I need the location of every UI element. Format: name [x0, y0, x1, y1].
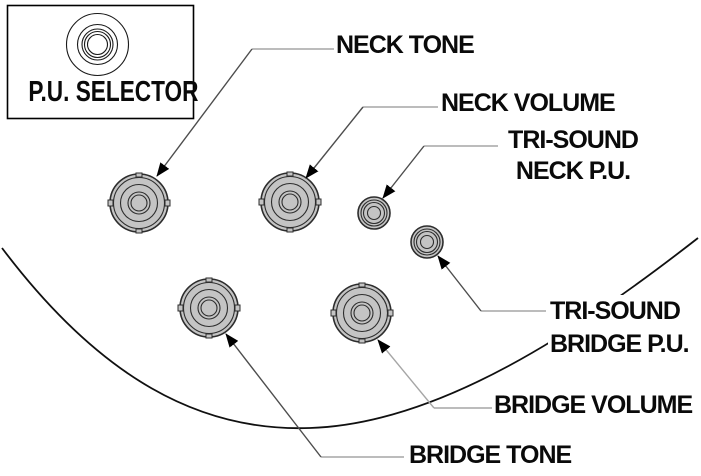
- rotary-selector-switch-icon: [65, 12, 130, 77]
- tri-sound-neck-switch: [357, 196, 391, 230]
- callout-neck-tone: NECK TONE: [336, 30, 475, 61]
- callout-tri-sound-bridge-pu: TRI-SOUND BRIDGE P.U.: [548, 295, 691, 361]
- leader-neck-tone: [156, 48, 334, 177]
- callout-tri-sound-neck-pu-line1: TRI-SOUND: [508, 126, 639, 154]
- callout-neck-volume: NECK VOLUME: [441, 88, 616, 119]
- tri-sound-bridge-switch: [410, 225, 444, 259]
- pu-selector-inset: [6, 4, 195, 120]
- callout-neck-tone-text: NECK TONE: [336, 31, 475, 59]
- callout-bridge-tone: BRIDGE TONE: [409, 440, 572, 471]
- callout-tri-sound-bridge-pu-line1: TRI-SOUND: [550, 297, 681, 325]
- callout-tri-sound-neck-pu-line2: NECK P.U.: [515, 157, 631, 185]
- callout-tri-sound-bridge-pu-line2: BRIDGE P.U.: [550, 330, 690, 358]
- neck-volume-knob: [258, 171, 322, 233]
- leader-tri-sound-neck: [382, 145, 498, 199]
- callout-bridge-tone-text: BRIDGE TONE: [409, 441, 572, 469]
- callout-tri-sound-neck-pu: TRI-SOUND NECK P.U.: [493, 125, 653, 187]
- callout-neck-volume-text: NECK VOLUME: [441, 89, 616, 117]
- pu-selector-label: P.U. SELECTOR: [28, 76, 199, 108]
- leader-bridge-tone: [225, 333, 404, 458]
- leader-neck-volume: [305, 106, 438, 179]
- leader-tri-sound-bridge: [437, 255, 546, 312]
- leader-bridge-volume: [377, 339, 492, 409]
- bridge-volume-knob: [330, 282, 394, 344]
- callout-bridge-volume-text: BRIDGE VOLUME: [494, 391, 693, 419]
- callout-bridge-volume: BRIDGE VOLUME: [494, 390, 693, 421]
- neck-tone-knob: [107, 172, 171, 234]
- bridge-tone-knob: [177, 277, 241, 339]
